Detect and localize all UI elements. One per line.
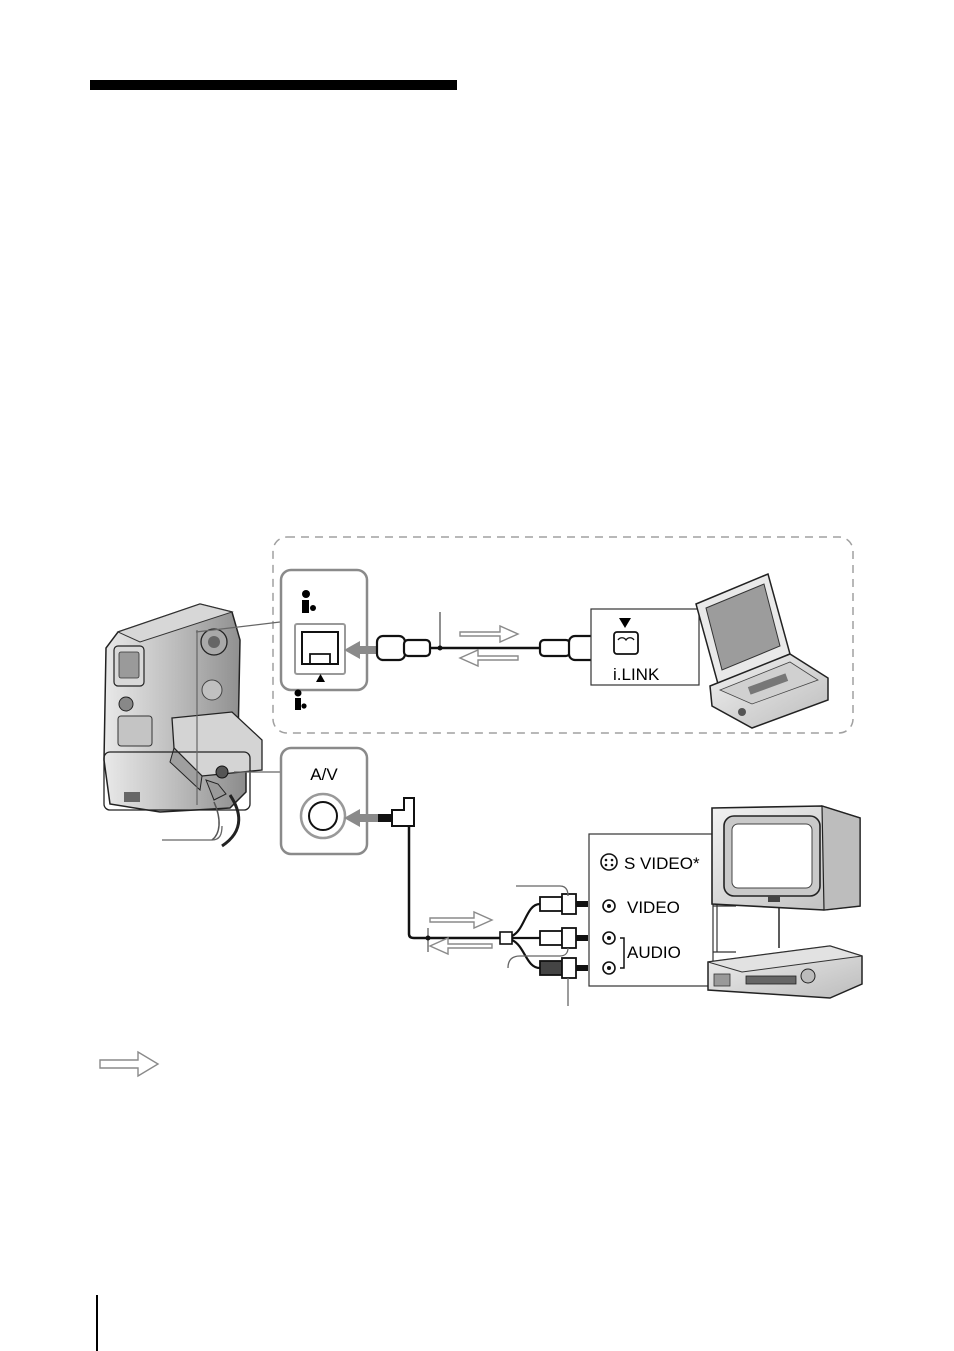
av-jack-zoom: A/V xyxy=(281,748,367,854)
external-ilink-panel: i.LINK xyxy=(591,609,699,685)
ilink-jack-zoom xyxy=(281,570,367,710)
av-signal-out-arrow-icon xyxy=(430,912,492,928)
signal-out-arrow-icon xyxy=(460,626,518,642)
ilink-jack-label: i.LINK xyxy=(613,665,660,684)
rca-plug-audio-red xyxy=(540,958,588,978)
vcr xyxy=(708,946,862,998)
av-connecting-cable xyxy=(378,798,540,968)
signal-flow-legend-arrow-icon xyxy=(100,1052,158,1076)
rca-plug-audio-white xyxy=(540,928,588,948)
ilink-logo-bottom-icon xyxy=(295,690,307,711)
callout-line-cable xyxy=(162,826,222,840)
av-signal-in-arrow-icon xyxy=(430,938,492,954)
dv-video-recorder xyxy=(696,574,828,728)
svideo-jack-icon xyxy=(601,854,617,870)
svideo-label: S VIDEO* xyxy=(624,854,700,873)
page-margin-rule xyxy=(96,1295,98,1351)
camcorder-on-station xyxy=(104,604,262,846)
av-jack-label: A/V xyxy=(310,765,338,784)
leader-yellow xyxy=(516,886,568,896)
audio-label: AUDIO xyxy=(627,943,681,962)
television xyxy=(712,806,860,910)
external-av-panel: S VIDEO* VIDEO AUDIO xyxy=(589,834,713,986)
rca-plug-video-yellow xyxy=(540,894,588,914)
signal-in-arrow-icon xyxy=(460,650,518,666)
video-label: VIDEO xyxy=(627,898,680,917)
